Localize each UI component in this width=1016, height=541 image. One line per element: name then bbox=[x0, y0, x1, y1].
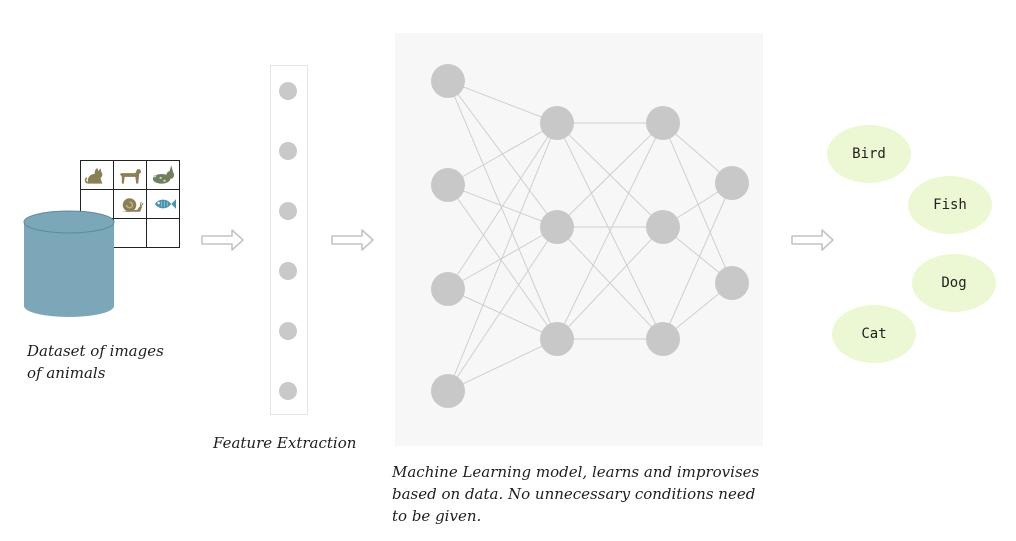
output-class-fish: Fish bbox=[908, 176, 992, 234]
network-node bbox=[431, 374, 465, 408]
dataset-caption-line1: Dataset of images bbox=[27, 342, 164, 360]
feature-node bbox=[279, 322, 297, 340]
arrow-icon bbox=[790, 226, 836, 254]
model-caption-line3: to be given. bbox=[392, 507, 482, 525]
database-cylinder bbox=[23, 210, 115, 317]
output-class-dog: Dog bbox=[912, 254, 996, 312]
grid-cell bbox=[147, 219, 180, 248]
network-edge bbox=[447, 122, 558, 392]
network-node bbox=[540, 106, 574, 140]
feature-node bbox=[279, 142, 297, 160]
output-class-label: Fish bbox=[933, 197, 967, 213]
output-class-label: Bird bbox=[852, 146, 886, 162]
model-caption-line1: Machine Learning model, learns and impro… bbox=[392, 463, 760, 481]
dataset-caption-line2: of animals bbox=[27, 364, 106, 382]
network-edge bbox=[447, 80, 558, 340]
network-node bbox=[540, 322, 574, 356]
dataset-caption: Dataset of images of animals bbox=[27, 340, 207, 384]
network-edge bbox=[662, 122, 733, 284]
network-edge bbox=[447, 288, 558, 340]
feature-vector bbox=[270, 65, 308, 415]
network-edges bbox=[447, 80, 733, 392]
grid-cell bbox=[81, 161, 114, 190]
arrow-icon bbox=[200, 226, 246, 254]
feature-extraction-caption: Feature Extraction bbox=[213, 434, 357, 452]
model-caption: Machine Learning model, learns and impro… bbox=[392, 461, 812, 527]
network-edge bbox=[556, 122, 664, 228]
grid-cell bbox=[114, 161, 147, 190]
dataset-block bbox=[22, 158, 192, 328]
neural-network bbox=[431, 64, 749, 408]
rabbit-icon bbox=[152, 165, 174, 184]
grid-cell bbox=[114, 219, 147, 248]
feature-node bbox=[279, 82, 297, 100]
network-node bbox=[431, 64, 465, 98]
grid-cell bbox=[147, 161, 180, 190]
network-edge bbox=[447, 338, 558, 392]
output-class-label: Cat bbox=[861, 326, 887, 342]
network-edge bbox=[556, 226, 664, 340]
output-class-bird: Bird bbox=[827, 125, 911, 183]
output-class-cat: Cat bbox=[832, 305, 916, 363]
network-edge bbox=[556, 122, 664, 340]
network-node bbox=[540, 210, 574, 244]
model-caption-line2: based on data. No unnecessary conditions… bbox=[392, 485, 756, 503]
fish-icon bbox=[154, 199, 176, 209]
dog-icon bbox=[119, 169, 141, 184]
snail-icon bbox=[120, 198, 143, 212]
feature-node bbox=[279, 202, 297, 220]
network-node bbox=[431, 168, 465, 202]
network-edge bbox=[447, 122, 558, 186]
feature-node bbox=[279, 262, 297, 280]
network-node bbox=[646, 322, 680, 356]
network-edge bbox=[447, 184, 558, 340]
network-node bbox=[431, 272, 465, 306]
cat-icon bbox=[84, 168, 102, 184]
network-edge bbox=[447, 80, 558, 124]
grid-cell bbox=[147, 190, 180, 219]
model-panel bbox=[395, 33, 763, 446]
network-node bbox=[646, 106, 680, 140]
arrow-icon bbox=[330, 226, 376, 254]
grid-cell bbox=[114, 190, 147, 219]
network-node bbox=[715, 266, 749, 300]
network-edge bbox=[447, 122, 558, 290]
network-edge bbox=[662, 182, 733, 340]
output-class-label: Dog bbox=[941, 275, 967, 291]
feature-node bbox=[279, 382, 297, 400]
network-edge bbox=[447, 226, 558, 392]
network-node bbox=[646, 210, 680, 244]
network-node bbox=[715, 166, 749, 200]
